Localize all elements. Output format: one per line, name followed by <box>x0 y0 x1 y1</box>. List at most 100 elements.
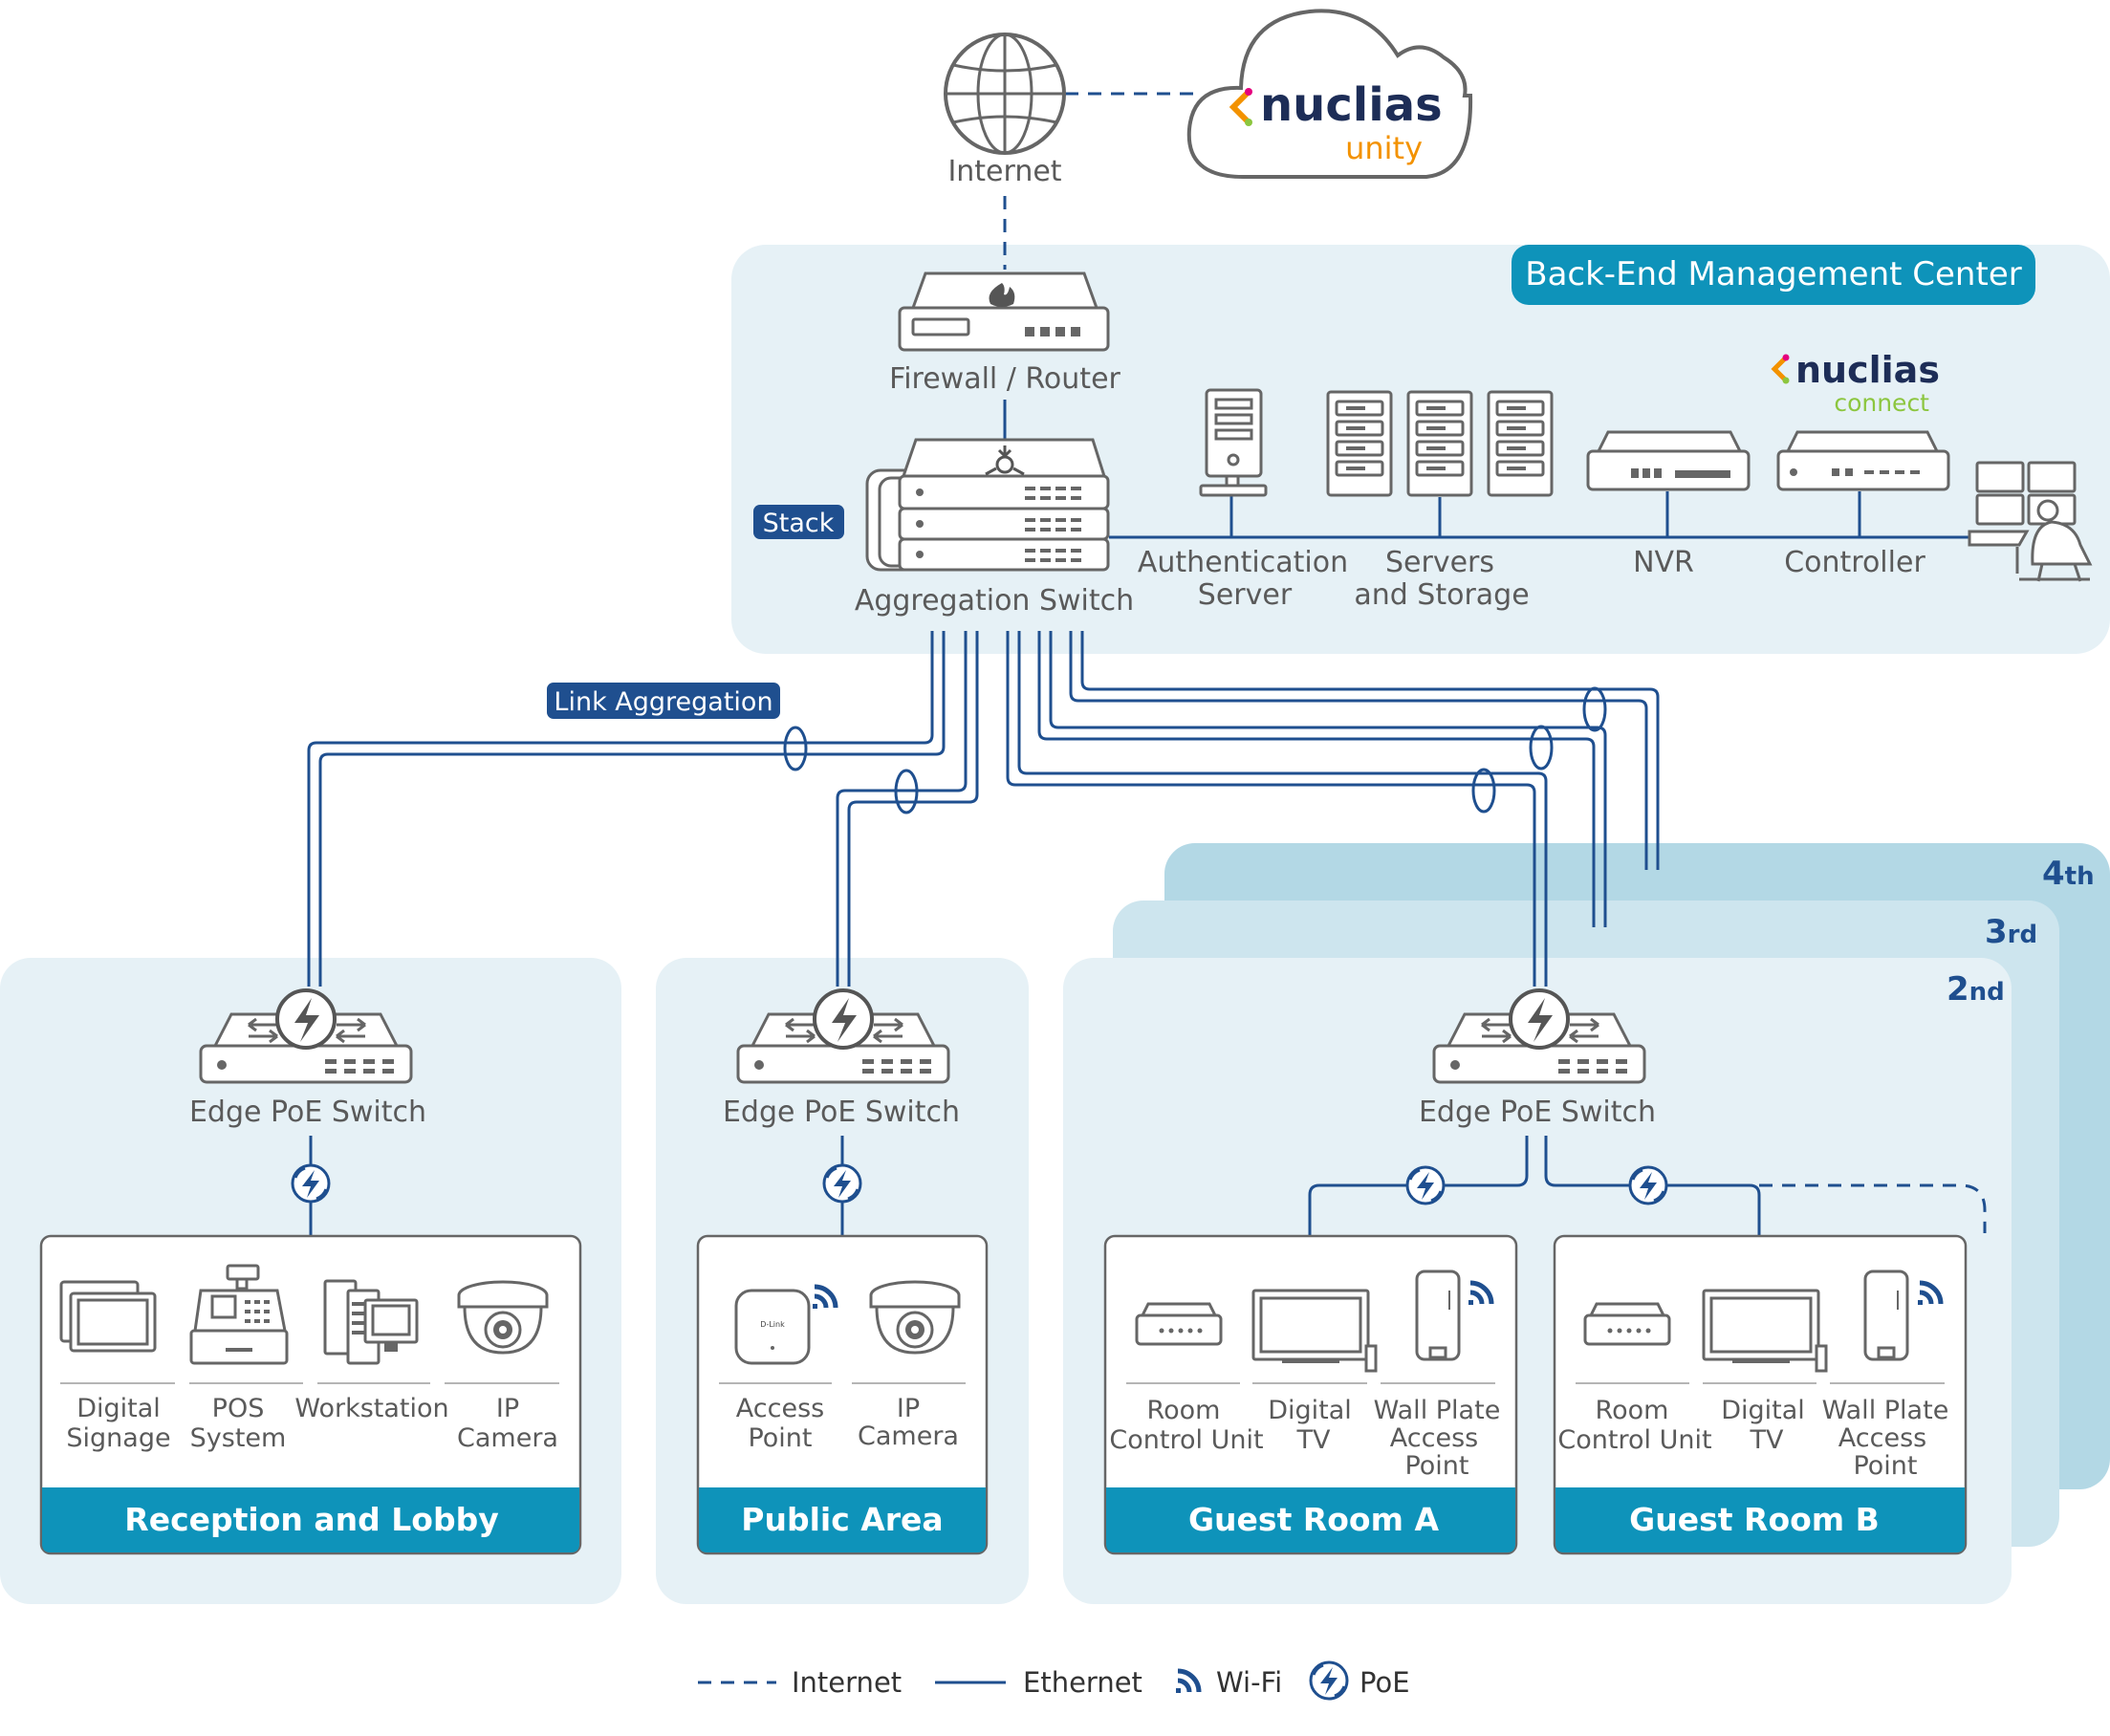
floor-3-label: 3rd <box>1985 913 2037 951</box>
digital-signage-icon <box>59 1280 157 1353</box>
public-camera-label-2: Camera <box>858 1421 959 1451</box>
poe-icon <box>822 1163 862 1204</box>
pos-system-label-1: POS <box>212 1394 265 1423</box>
firewall-router-label: Firewall / Router <box>889 362 1120 396</box>
poe-icon <box>1405 1165 1446 1205</box>
server-tower-icon <box>1199 388 1268 497</box>
trunk-floor-2 <box>1006 631 1548 987</box>
tv-a-label-1: Digital <box>1268 1396 1352 1425</box>
internet-label: Internet <box>947 155 1061 188</box>
servers-label-1: Servers <box>1385 546 1494 579</box>
floor-2-label: 2nd <box>1947 970 2005 1009</box>
link-aggregation-oval <box>894 769 919 814</box>
backend-title-tab <box>1512 245 2035 305</box>
workstation-label: Workstation <box>294 1394 448 1423</box>
cloud-icon <box>1186 9 1473 179</box>
access-point-label-1: Access <box>736 1394 824 1423</box>
trunk-reception <box>307 631 946 987</box>
trunk-floor-4 <box>1069 631 1660 870</box>
legend-ethernet-label: Ethernet <box>1023 1666 1142 1699</box>
room-control-unit-icon <box>1583 1302 1671 1346</box>
firewall-router-icon <box>898 271 1110 352</box>
ip-camera-label-2: Camera <box>457 1423 558 1453</box>
aggregation-switch-label: Aggregation Switch <box>855 584 1134 618</box>
ip-camera-label-1: IP <box>496 1394 519 1423</box>
legend-wifi-label: Wi-Fi <box>1216 1666 1282 1699</box>
floor-4-label: 4th <box>2042 855 2095 893</box>
wall-plate-ap-icon <box>1863 1269 1909 1361</box>
digital-signage-label-2: Signage <box>66 1423 170 1453</box>
wallap-a-label-2: Access <box>1390 1423 1478 1453</box>
access-point-label-2: Point <box>748 1423 812 1453</box>
pos-system-icon <box>189 1264 289 1365</box>
digital-tv-icon <box>1251 1289 1378 1373</box>
legend-internet-label: Internet <box>792 1666 902 1699</box>
tv-b-label-1: Digital <box>1721 1396 1805 1425</box>
wallap-b-label-3: Point <box>1853 1451 1917 1481</box>
reception-card <box>39 1234 582 1555</box>
stack-tag <box>753 505 844 539</box>
nuclias-connect-brand: nuclias <box>1795 349 1940 391</box>
operator-workstation-icon <box>1968 461 2093 582</box>
guest-room-b-banner: Guest Room B <box>1629 1501 1880 1538</box>
nuclias-connect-logo: nuclias connect <box>1771 349 1940 417</box>
access-point-icon: D-Link <box>734 1289 811 1365</box>
edge-switch-label-public: Edge PoE Switch <box>723 1096 960 1129</box>
wallap-b-label-1: Wall Plate <box>1822 1396 1949 1425</box>
trunk-public <box>836 631 979 987</box>
public-camera-label-1: IP <box>897 1394 920 1423</box>
public-banner: Public Area <box>741 1501 943 1538</box>
poe-icon <box>1309 1660 1349 1701</box>
backend-title: Back-End Management Center <box>1525 255 2021 293</box>
wallap-a-label-3: Point <box>1404 1451 1468 1481</box>
legend: Internet Ethernet Wi-Fi PoE <box>698 1660 1410 1701</box>
legend-poe-label: PoE <box>1360 1666 1410 1699</box>
reception-banner: Reception and Lobby <box>124 1501 498 1538</box>
tv-b-label-2: TV <box>1750 1425 1784 1455</box>
svg-text:D-Link: D-Link <box>760 1320 785 1329</box>
guest-next-room-link <box>1759 1183 1987 1233</box>
wallap-a-label-1: Wall Plate <box>1374 1396 1501 1425</box>
link-aggregation-label: Link Aggregation <box>554 687 772 717</box>
server-rack-icon <box>1326 390 1554 497</box>
rcu-a-label-1: Room <box>1147 1396 1221 1425</box>
digital-signage-label-1: Digital <box>76 1394 161 1423</box>
link-aggregation-oval <box>1582 686 1607 732</box>
link-aggregation-tag <box>547 683 780 719</box>
nuclias-unity-logo: nuclias unity <box>1229 78 1443 166</box>
rcu-b-label-2: Control Unit <box>1557 1425 1711 1455</box>
link-aggregation-oval <box>1471 768 1496 814</box>
room-control-unit-icon <box>1135 1302 1223 1346</box>
globe-icon <box>944 33 1066 155</box>
aggregation-switch-icon <box>865 438 1110 572</box>
nvr-icon <box>1586 430 1751 491</box>
wallap-b-label-2: Access <box>1838 1423 1926 1453</box>
nuclias-unity-product: unity <box>1345 130 1423 166</box>
auth-server-label-2: Server <box>1198 578 1293 612</box>
wall-plate-ap-icon <box>1415 1269 1461 1361</box>
nvr-label: NVR <box>1633 546 1694 579</box>
link-aggregation-oval <box>1529 725 1554 770</box>
edge-switch-label-reception: Edge PoE Switch <box>189 1096 426 1129</box>
nuclias-connect-product: connect <box>1834 389 1929 417</box>
trunk-floor-3 <box>1037 631 1607 927</box>
auth-server-label-1: Authentication <box>1138 546 1348 579</box>
rcu-b-label-1: Room <box>1596 1396 1669 1425</box>
pos-system-label-2: System <box>190 1423 287 1453</box>
tv-a-label-2: TV <box>1296 1425 1331 1455</box>
controller-label: Controller <box>1784 546 1925 579</box>
poe-icon <box>291 1163 331 1204</box>
digital-tv-icon <box>1702 1289 1828 1373</box>
poe-icon <box>1628 1165 1668 1205</box>
workstation-icon <box>323 1279 419 1365</box>
controller-icon <box>1776 430 1950 491</box>
stack-tag-label: Stack <box>763 509 835 538</box>
link-aggregation-oval <box>783 726 808 771</box>
guest-room-a-banner: Guest Room A <box>1188 1501 1439 1538</box>
rcu-a-label-2: Control Unit <box>1109 1425 1263 1455</box>
edge-switch-label-guest: Edge PoE Switch <box>1419 1096 1656 1129</box>
nuclias-unity-brand: nuclias <box>1260 78 1443 132</box>
servers-label-2: and Storage <box>1354 578 1529 612</box>
wifi-icon <box>1176 1671 1199 1693</box>
